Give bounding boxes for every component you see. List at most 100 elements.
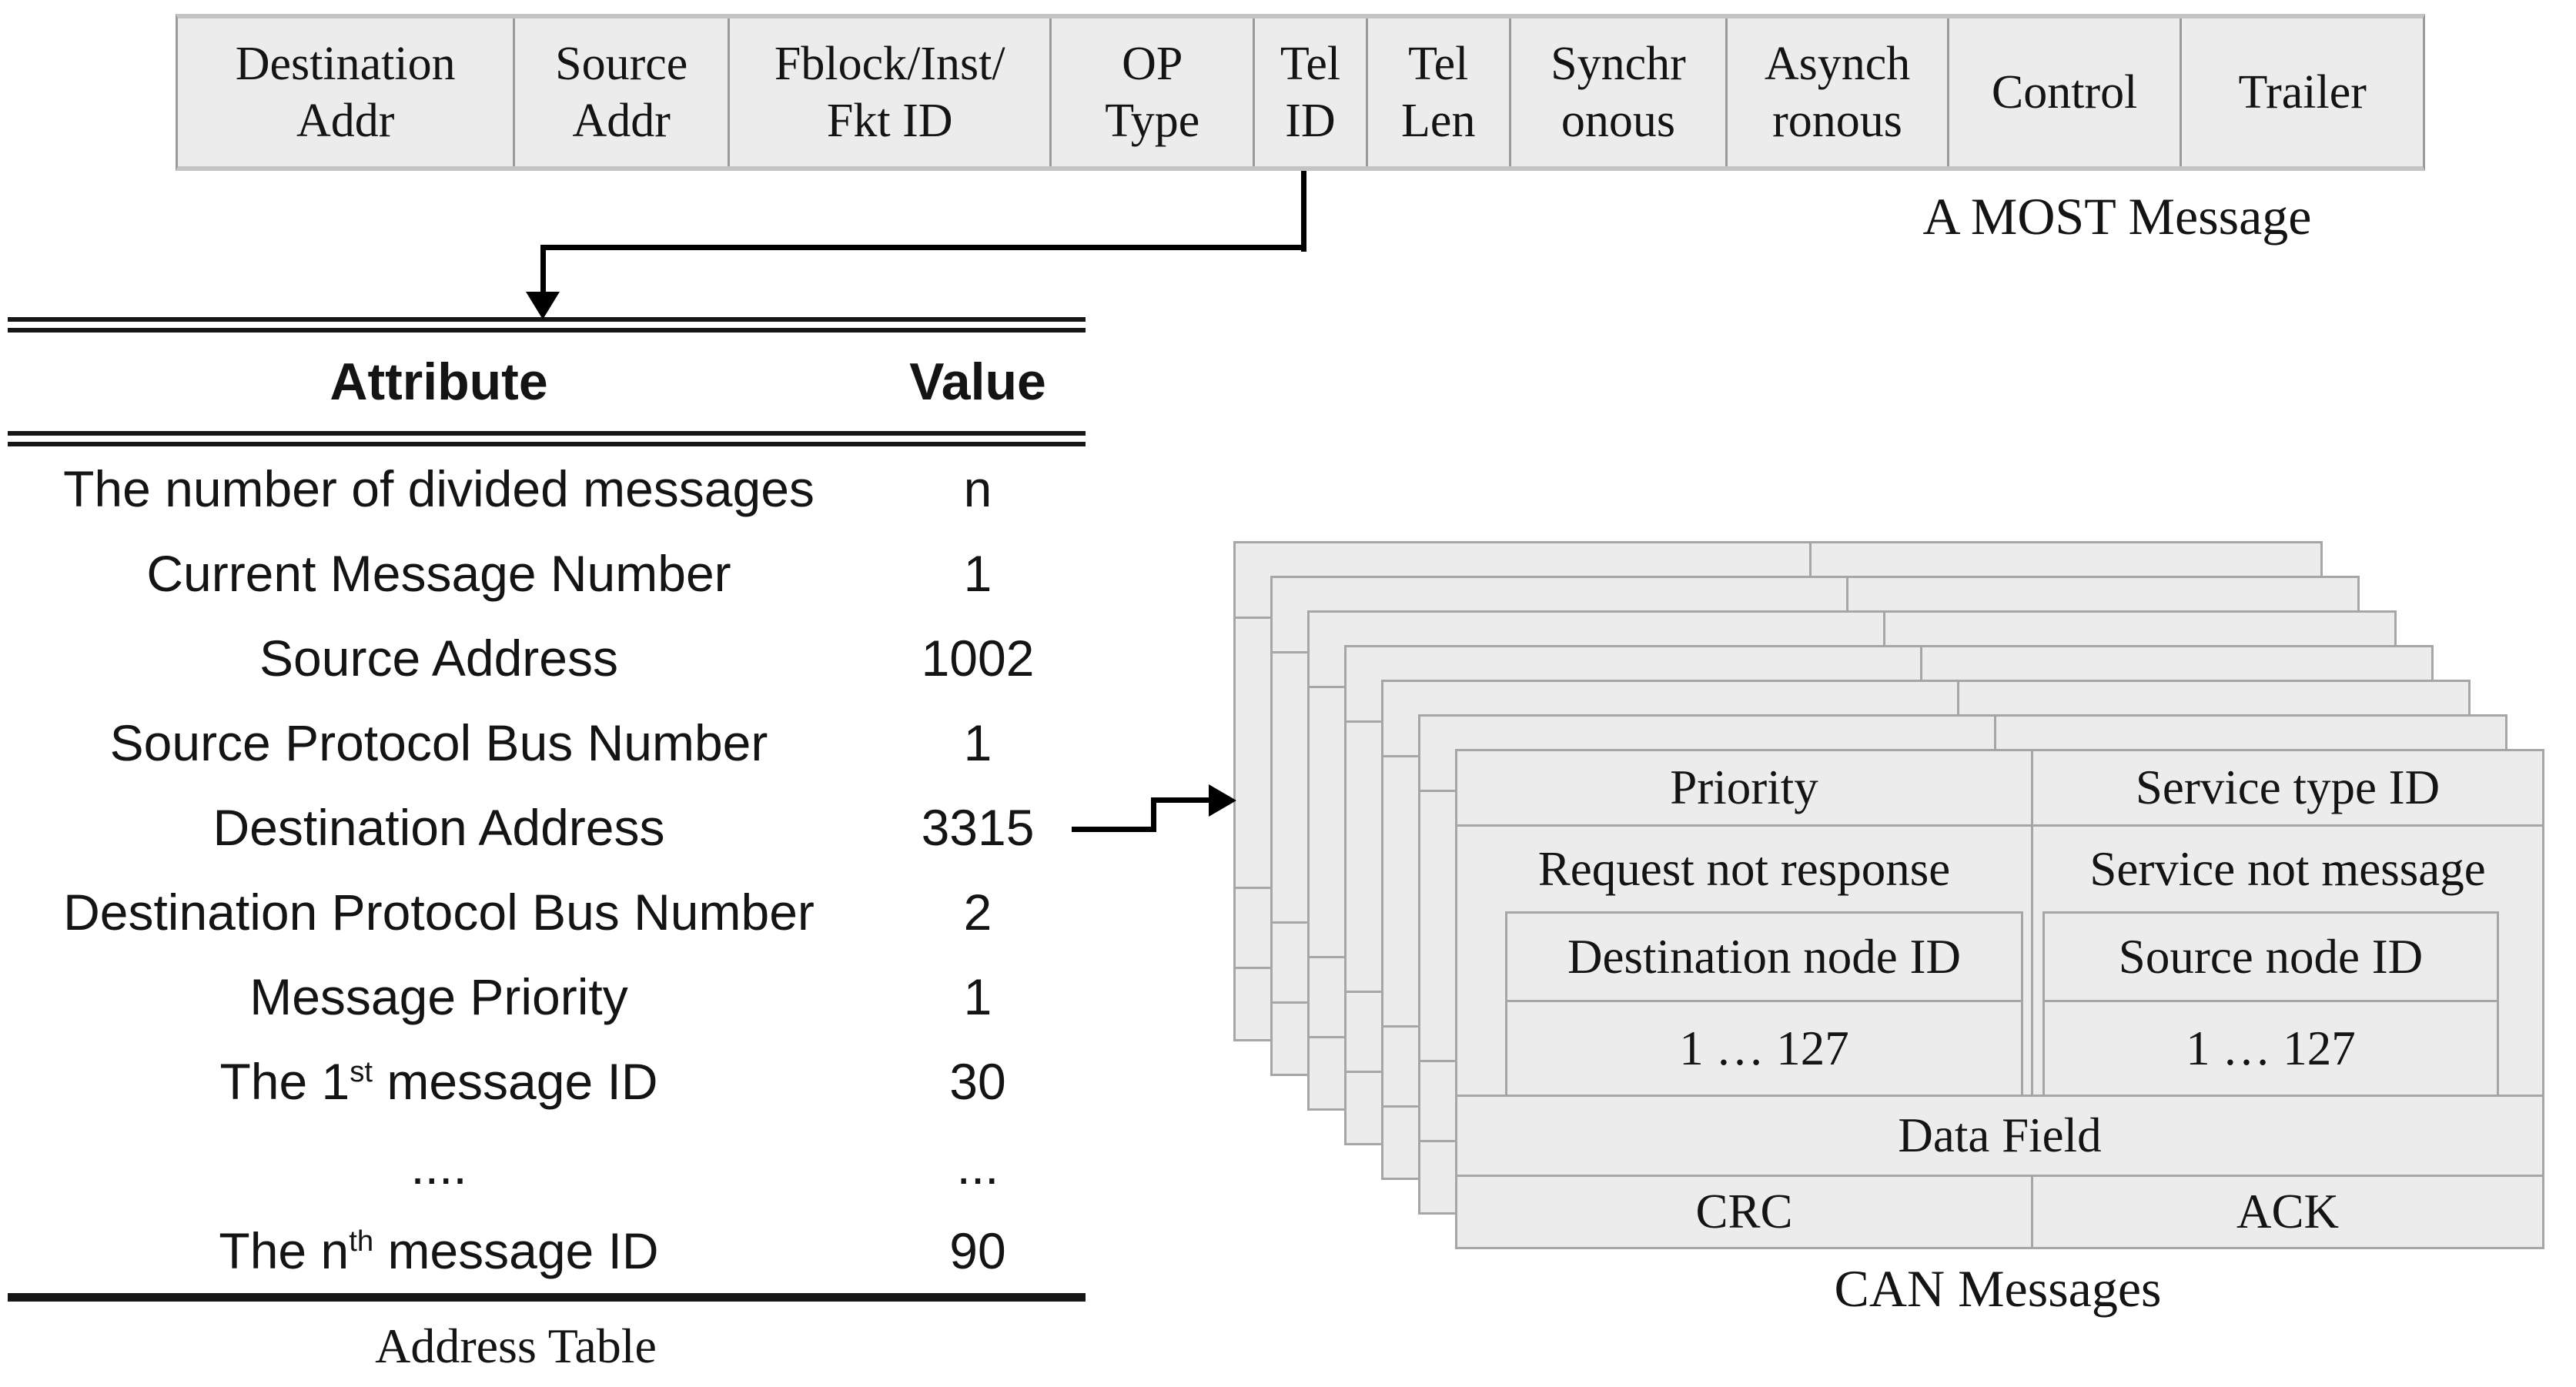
most-message-caption: A MOST Message [1922, 187, 2312, 246]
can-destination-node-range-cell: 1 … 127 [1679, 1021, 1849, 1075]
can-card-header-row [1383, 682, 2468, 757]
can-source-node-id-cell [1934, 810, 2386, 898]
can-destination-node-id-cell [1286, 706, 1799, 794]
can-source-node-id-cell [1971, 844, 2423, 933]
can-card-crc-row [1310, 1036, 2394, 1108]
address-table: Attribute Value The number of divided me… [8, 317, 1086, 1302]
can-crc-cell [1347, 1073, 1920, 1143]
table-row: Current Message Number 1 [8, 531, 1086, 616]
most-field-op-type: OP Type [1049, 18, 1253, 166]
most-field-asynchronous: Asynch ronous [1725, 18, 1947, 166]
can-data-field-cell [1236, 887, 2320, 967]
attribute-cell: .... [8, 1137, 870, 1195]
can-data-field-cell [1273, 921, 2357, 1001]
can-card-crc-row [1236, 967, 2320, 1039]
can-data-field-cell [1347, 991, 2431, 1071]
can-crc-cell: CRC [1695, 1185, 1793, 1238]
most-field-fblock-inst-fkt-id: Fblock/Inst/ Fkt ID [728, 18, 1049, 166]
value-cell: 1 [963, 545, 992, 602]
attribute-text: .... [410, 1138, 467, 1195]
connector-tel-id-horizontal [540, 245, 1306, 250]
can-destination-node-id-cell [1360, 775, 1873, 864]
attribute-text-after: message ID [373, 1053, 658, 1110]
value-cell: n [963, 460, 992, 517]
can-source-node-id-cell [1823, 706, 2275, 794]
can-destination-node-range-cell [1434, 933, 1947, 1025]
can-card-right-half [1920, 723, 2431, 991]
can-crc-cell [1420, 1142, 1994, 1212]
can-card-left-half [1273, 653, 1846, 921]
can-priority-cell [1347, 647, 1920, 720]
can-card-left-half [1420, 792, 1994, 1060]
address-table-mid-rule [8, 431, 1086, 446]
can-destination-node-inset [1357, 773, 1875, 956]
can-source-node-id-cell [2008, 879, 2460, 968]
attribute-cell: Current Message Number [8, 544, 870, 603]
can-card-right-half [1883, 688, 2394, 956]
can-card-mid-section [1310, 688, 2394, 956]
can-destination-node-range-cell [1323, 829, 1836, 921]
most-field-tel-id: Tel ID [1253, 18, 1366, 166]
attribute-text: Destination Address [212, 799, 665, 856]
can-request-not-response-cell [1310, 688, 1883, 773]
table-row: Destination Address 3315 [8, 785, 1086, 870]
value-cell: 90 [949, 1222, 1006, 1279]
address-table-top-rule [8, 317, 1086, 333]
can-source-node-inset [2006, 877, 2462, 1060]
value-cell: 1 [963, 968, 992, 1025]
can-service-type-id-cell [1883, 613, 2394, 686]
connector-tel-id-drop [540, 245, 546, 294]
attribute-cell: Source Address [8, 629, 870, 687]
can-destination-node-inset [1468, 877, 1986, 1060]
can-card-right-half [1809, 619, 2320, 887]
can-priority-cell [1273, 578, 1846, 651]
value-cell: 30 [949, 1053, 1006, 1110]
attribute-text-after: message ID [373, 1222, 659, 1279]
can-card-header-row [1310, 613, 2394, 688]
can-card-left-half [1347, 723, 1920, 991]
table-row: ....... [8, 1124, 1086, 1208]
can-service-type-id-cell [1809, 543, 2320, 617]
can-card-header-row [1273, 578, 2357, 653]
can-ack-cell [1846, 1004, 2357, 1074]
can-crc-cell [1236, 969, 1809, 1039]
can-source-node-range-cell [1823, 794, 2275, 887]
can-card-mid-section [1383, 757, 2468, 1025]
most-field-tel-len: Tel Len [1365, 18, 1509, 166]
attribute-column-header: Attribute [330, 353, 548, 411]
most-field-synchronous: Synchr onous [1508, 18, 1726, 166]
can-data-field-cell: Data Field [1457, 1095, 2542, 1175]
can-card-header-row [1420, 717, 2505, 792]
most-field-control: Control [1946, 18, 2180, 166]
can-destination-node-id-cell: Destination node ID [1507, 914, 2021, 1002]
can-destination-node-id-cell [1470, 879, 1984, 968]
can-message-card-back-1 [1233, 541, 2323, 1041]
connector-dest-addr-step [1151, 797, 1156, 832]
value-cell: 3315 [921, 799, 1035, 856]
can-destination-node-range-cell [1397, 898, 1910, 991]
can-card-right-half [1846, 653, 2357, 921]
can-ack-cell [1994, 1142, 2505, 1212]
can-source-node-range-cell [1860, 829, 2312, 921]
can-source-node-range-cell [1897, 864, 2349, 956]
can-service-not-message-cell [1848, 653, 2357, 738]
attribute-cell: The number of divided messages [8, 460, 870, 518]
can-source-node-id-cell [1897, 775, 2349, 864]
can-data-field-cell [1310, 956, 2394, 1036]
can-service-type-id-cell [1920, 647, 2431, 720]
can-service-type-id-cell [1957, 682, 2468, 755]
can-priority-cell: Priority [1670, 760, 1818, 814]
can-card-header-row [1347, 647, 2431, 723]
can-service-not-message-cell [1996, 792, 2505, 877]
attribute-cell: Destination Address [8, 798, 870, 857]
connector-tel-id-vertical [1301, 171, 1306, 252]
address-table-bottom-rule [8, 1293, 1086, 1302]
most-field-destination-addr: Destination Addr [235, 38, 456, 147]
attribute-cell: The 1st message ID [8, 1052, 870, 1111]
can-destination-node-id-cell [1323, 740, 1836, 829]
